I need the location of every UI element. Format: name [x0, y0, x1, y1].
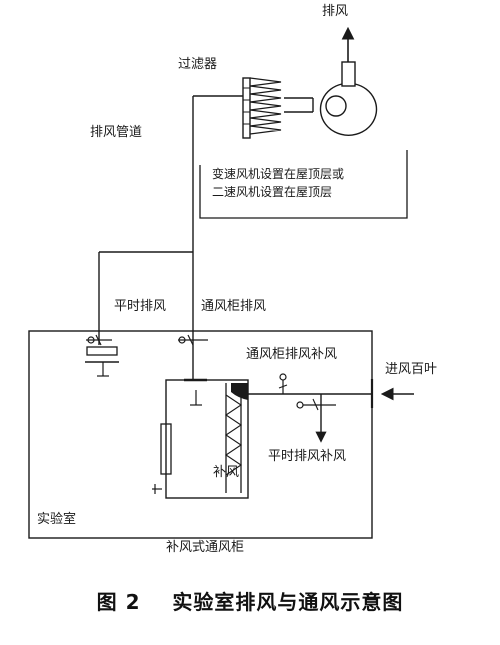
exhaust-duct — [98, 95, 243, 380]
makeup-duct — [248, 373, 372, 443]
filter-icon — [242, 77, 282, 139]
figure-caption: 图 2 实验室排风与通风示意图 — [0, 586, 500, 615]
figure-title: 实验室排风与通风示意图 — [172, 590, 404, 614]
figure-number: 图 2 — [96, 590, 141, 614]
lab-room-outline — [28, 330, 373, 539]
normal-exhaust-damper-icon — [85, 334, 119, 377]
hood-name-label: 补风式通风柜 — [166, 540, 245, 555]
fan-note-line2: 二速风机设置在屋顶层 — [212, 185, 333, 199]
hood-exhaust-label: 通风柜排风 — [201, 299, 267, 314]
normal-makeup-label: 平时排风补风 — [268, 449, 347, 464]
hood-exhaust-damper-icon — [178, 334, 208, 346]
fan-note-bracket — [199, 150, 408, 219]
intake-louver-label: 进风百叶 — [385, 362, 438, 377]
filter-label: 过滤器 — [178, 57, 218, 72]
intake-louver-icon — [370, 379, 414, 408]
fan-note-line1: 变速风机设置在屋顶层或 — [212, 167, 345, 181]
normal-exhaust-label: 平时排风 — [114, 299, 167, 314]
exhaust-duct-label: 排风管道 — [90, 125, 143, 140]
makeup-air-label: 补风 — [213, 465, 240, 480]
exhaust-top-label: 排风 — [322, 4, 349, 19]
lab-room-label: 实验室 — [37, 512, 77, 527]
fume-hood-icon — [152, 378, 249, 499]
hood-makeup-label: 通风柜排风补风 — [246, 347, 338, 362]
exhaust-fan-icon — [284, 61, 378, 136]
